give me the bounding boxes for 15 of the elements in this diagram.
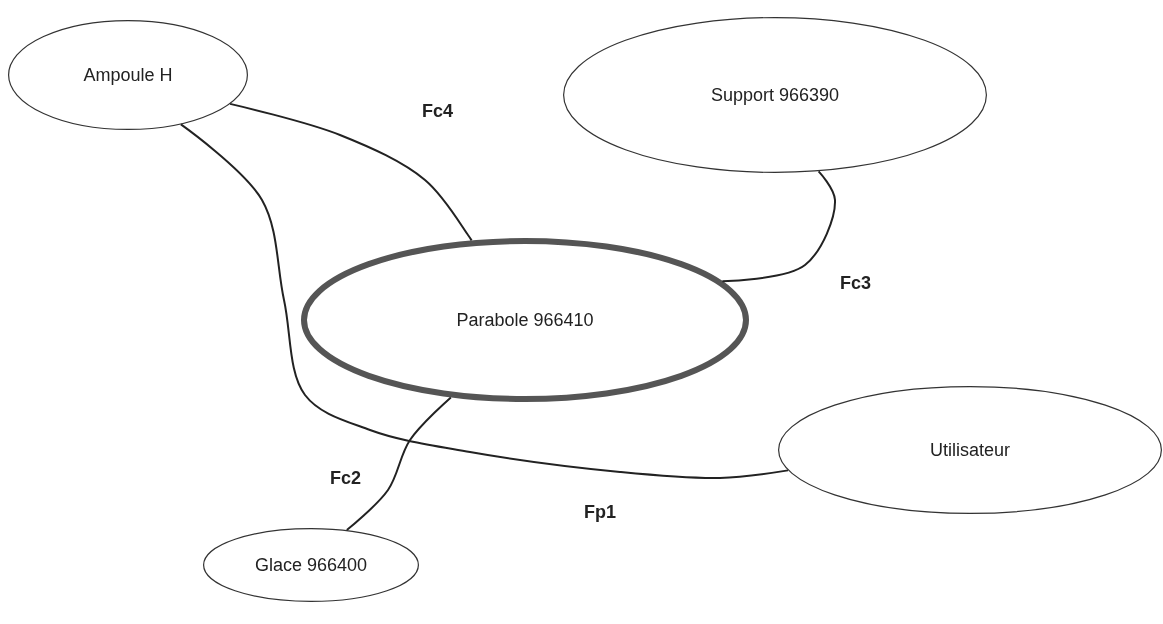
edge-label: Fp1 <box>582 502 618 523</box>
ellipse-node <box>203 528 419 602</box>
node-label: Ampoule H <box>82 64 174 86</box>
connector-line <box>721 170 836 283</box>
node-label: Glace 966400 <box>253 554 369 576</box>
ellipse-node <box>563 17 987 173</box>
ellipse-node <box>301 238 749 402</box>
connector-line <box>179 123 789 480</box>
ellipse-node <box>778 386 1162 514</box>
connector-line <box>345 396 452 532</box>
connector-line <box>229 102 473 242</box>
node-label: Parabole 966410 <box>455 309 595 331</box>
ellipse-node <box>8 20 248 130</box>
node-label: Utilisateur <box>929 439 1011 461</box>
node-label: Support 966390 <box>709 84 841 106</box>
